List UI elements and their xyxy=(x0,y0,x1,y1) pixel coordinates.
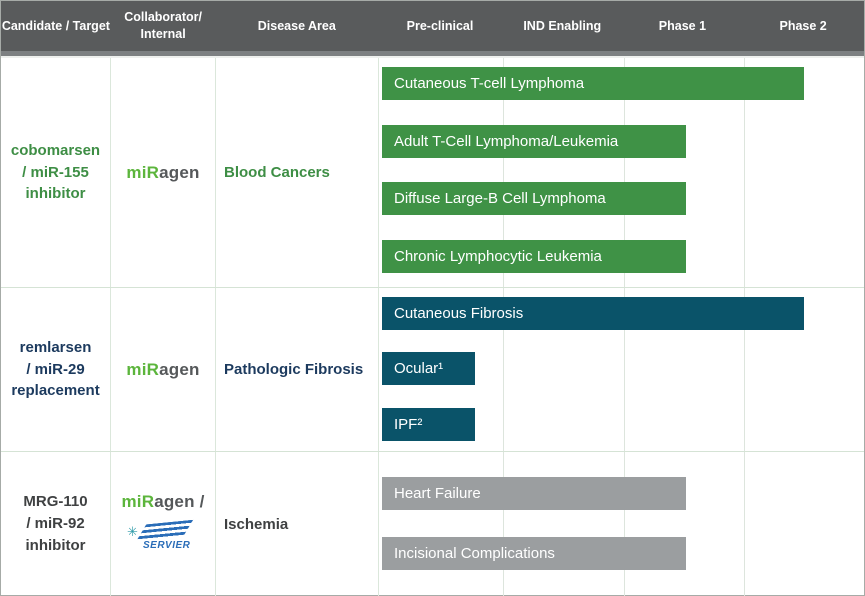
header-cell-ind-enabling: IND Enabling xyxy=(523,18,602,33)
phase-gridline xyxy=(744,452,745,596)
header-cell-collaborator-internal: Collaborator/ Internal xyxy=(124,10,203,41)
pipeline-row: cobomarsen / miR-155 inhibitor miRagen Blood… xyxy=(1,58,864,288)
candidate-target-line: MRG-110 xyxy=(23,493,88,511)
pipeline-bar: Ocular¹ xyxy=(382,352,475,385)
candidate-target-line: inhibitor xyxy=(25,185,86,203)
candidate-target-line: remlarsen xyxy=(19,338,92,356)
servier-swoosh-icon xyxy=(136,519,194,541)
phase-gridline xyxy=(503,452,504,596)
disease-area-cell: Pathologic Fibrosis xyxy=(216,288,379,451)
header-cell-disease-area: Disease Area xyxy=(257,18,336,33)
header-cell-preclinical: Pre-clinical xyxy=(406,18,474,33)
pipeline-bar: Adult T-Cell Lymphoma/Leukemia xyxy=(382,125,686,158)
phase-gridline xyxy=(503,288,504,451)
candidate-target-line: replacement xyxy=(11,382,100,400)
phase-gridline xyxy=(503,58,504,287)
collaborator-cell: miRagen xyxy=(111,288,216,451)
miragen-logo: miRagen xyxy=(126,163,199,183)
collaborator-slash: / xyxy=(194,492,205,511)
servier-logo-name: SERVIER xyxy=(143,540,191,551)
pipeline-bar: Diffuse Large-B Cell Lymphoma xyxy=(382,182,686,215)
pipeline-bar: IPF² xyxy=(382,408,475,441)
pipeline-bar: Cutaneous Fibrosis xyxy=(382,297,804,330)
disease-area-cell: Ischemia xyxy=(216,452,379,596)
candidate-target-line: / miR-92 xyxy=(26,515,85,533)
header-cell-phase-1: Phase 1 xyxy=(658,18,707,33)
phase-gridline xyxy=(624,58,625,287)
miragen-logo-agen: agen xyxy=(159,162,200,182)
collaborator-cell: miRagen / ✳ SERVIER xyxy=(111,452,216,596)
pipeline-bar: Heart Failure xyxy=(382,477,686,510)
miragen-logo: miRagen / xyxy=(121,492,204,512)
candidate-target-line: inhibitor xyxy=(25,536,86,554)
miragen-logo-agen: agen xyxy=(154,492,195,511)
candidate-target-cell: MRG-110 / miR-92 inhibitor xyxy=(1,452,111,596)
candidate-target-cell: cobomarsen / miR-155 inhibitor xyxy=(1,58,111,287)
header-cell-candidate-target: Candidate / Target xyxy=(1,18,110,33)
miragen-logo-r: R xyxy=(146,359,160,379)
miragen-logo-agen: agen xyxy=(159,359,200,379)
disease-area-cell: Blood Cancers xyxy=(216,58,379,287)
phase-gridline xyxy=(624,288,625,451)
candidate-target-line: / miR-155 xyxy=(22,163,89,181)
header-cell-phase-2: Phase 2 xyxy=(779,18,827,33)
pipeline-bar: Cutaneous T-cell Lymphoma xyxy=(382,67,804,100)
servier-star-icon: ✳ xyxy=(127,524,138,539)
phase-gridline xyxy=(744,58,745,287)
miragen-logo-mi: mi xyxy=(121,492,142,511)
miragen-logo-mi: mi xyxy=(126,359,147,379)
pipeline-header: Candidate / Target Collaborator/ Interna… xyxy=(1,1,864,58)
phase-gridline xyxy=(744,288,745,451)
pipeline-row: MRG-110 / miR-92 inhibitor miRagen / ✳ SERVIE… xyxy=(1,452,864,596)
candidate-target-line: cobomarsen xyxy=(10,141,101,159)
candidate-target-line: / miR-29 xyxy=(26,360,85,378)
miragen-logo: miRagen xyxy=(126,360,199,380)
pipeline-bar: Chronic Lymphocytic Leukemia xyxy=(382,240,686,273)
collaborator-cell: miRagen xyxy=(111,58,216,287)
miragen-logo-mi: mi xyxy=(126,162,147,182)
pipeline-row: remlarsen / miR-29 replacement miRagen Patho… xyxy=(1,288,864,452)
candidate-target-cell: remlarsen / miR-29 replacement xyxy=(1,288,111,451)
servier-logo: ✳ SERVIER xyxy=(127,519,199,556)
miragen-logo-r: R xyxy=(141,492,155,511)
miragen-logo-r: R xyxy=(146,162,160,182)
pipeline-bar: Incisional Complications xyxy=(382,537,686,570)
phase-gridline xyxy=(624,452,625,596)
